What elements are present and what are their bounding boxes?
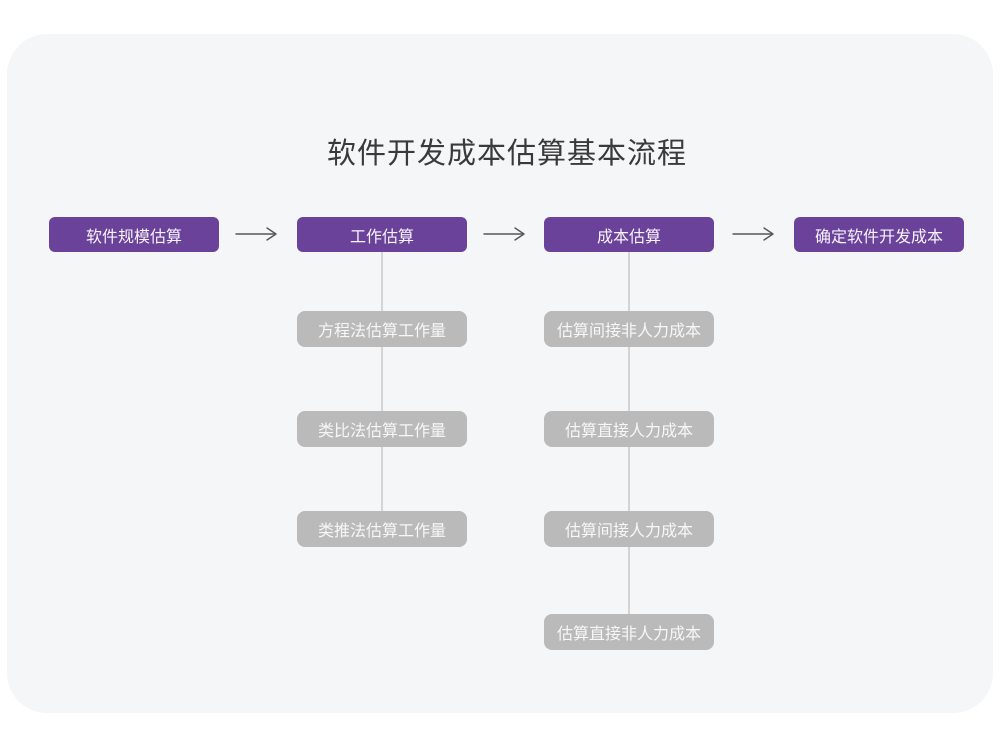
node-label: 类比法估算工作量	[317, 423, 446, 440]
node-determine-development-cost: 确定软件开发成本	[794, 217, 964, 252]
sub-node-direct-labor-cost: 估算直接人力成本	[544, 411, 714, 447]
node-label: 估算间接非人力成本	[556, 323, 701, 340]
node-software-scale-estimation: 软件规模估算	[49, 217, 219, 252]
arrow-right-icon	[731, 226, 777, 242]
arrow-right-icon	[482, 226, 528, 242]
sub-node-direct-non-labor-cost: 估算直接非人力成本	[544, 614, 714, 650]
node-label: 工作估算	[349, 228, 414, 246]
sub-node-equation-method: 方程法估算工作量	[297, 311, 467, 347]
sub-node-extrapolation-method: 类推法估算工作量	[297, 511, 467, 547]
node-cost-estimation: 成本估算	[544, 217, 714, 252]
connector-line-work-estimation	[381, 252, 383, 514]
sub-node-indirect-labor-cost: 估算间接人力成本	[544, 511, 714, 547]
node-label: 软件规模估算	[85, 228, 182, 246]
node-label: 方程法估算工作量	[317, 323, 446, 340]
node-label: 估算直接非人力成本	[556, 626, 701, 643]
node-label: 确定软件开发成本	[814, 228, 943, 246]
flowchart-card: 软件开发成本估算基本流程 软件规模估算 工作估算 成本估算 确定软件开发成本	[7, 34, 993, 713]
node-label: 成本估算	[596, 228, 661, 246]
sub-node-analogy-method: 类比法估算工作量	[297, 411, 467, 447]
arrow-right-icon	[234, 226, 280, 242]
node-label: 估算间接人力成本	[564, 523, 693, 540]
diagram-title: 软件开发成本估算基本流程	[326, 138, 687, 170]
node-label: 类推法估算工作量	[317, 523, 446, 540]
node-work-estimation: 工作估算	[297, 217, 467, 252]
sub-node-indirect-non-labor-cost: 估算间接非人力成本	[544, 311, 714, 347]
node-label: 估算直接人力成本	[564, 423, 693, 440]
